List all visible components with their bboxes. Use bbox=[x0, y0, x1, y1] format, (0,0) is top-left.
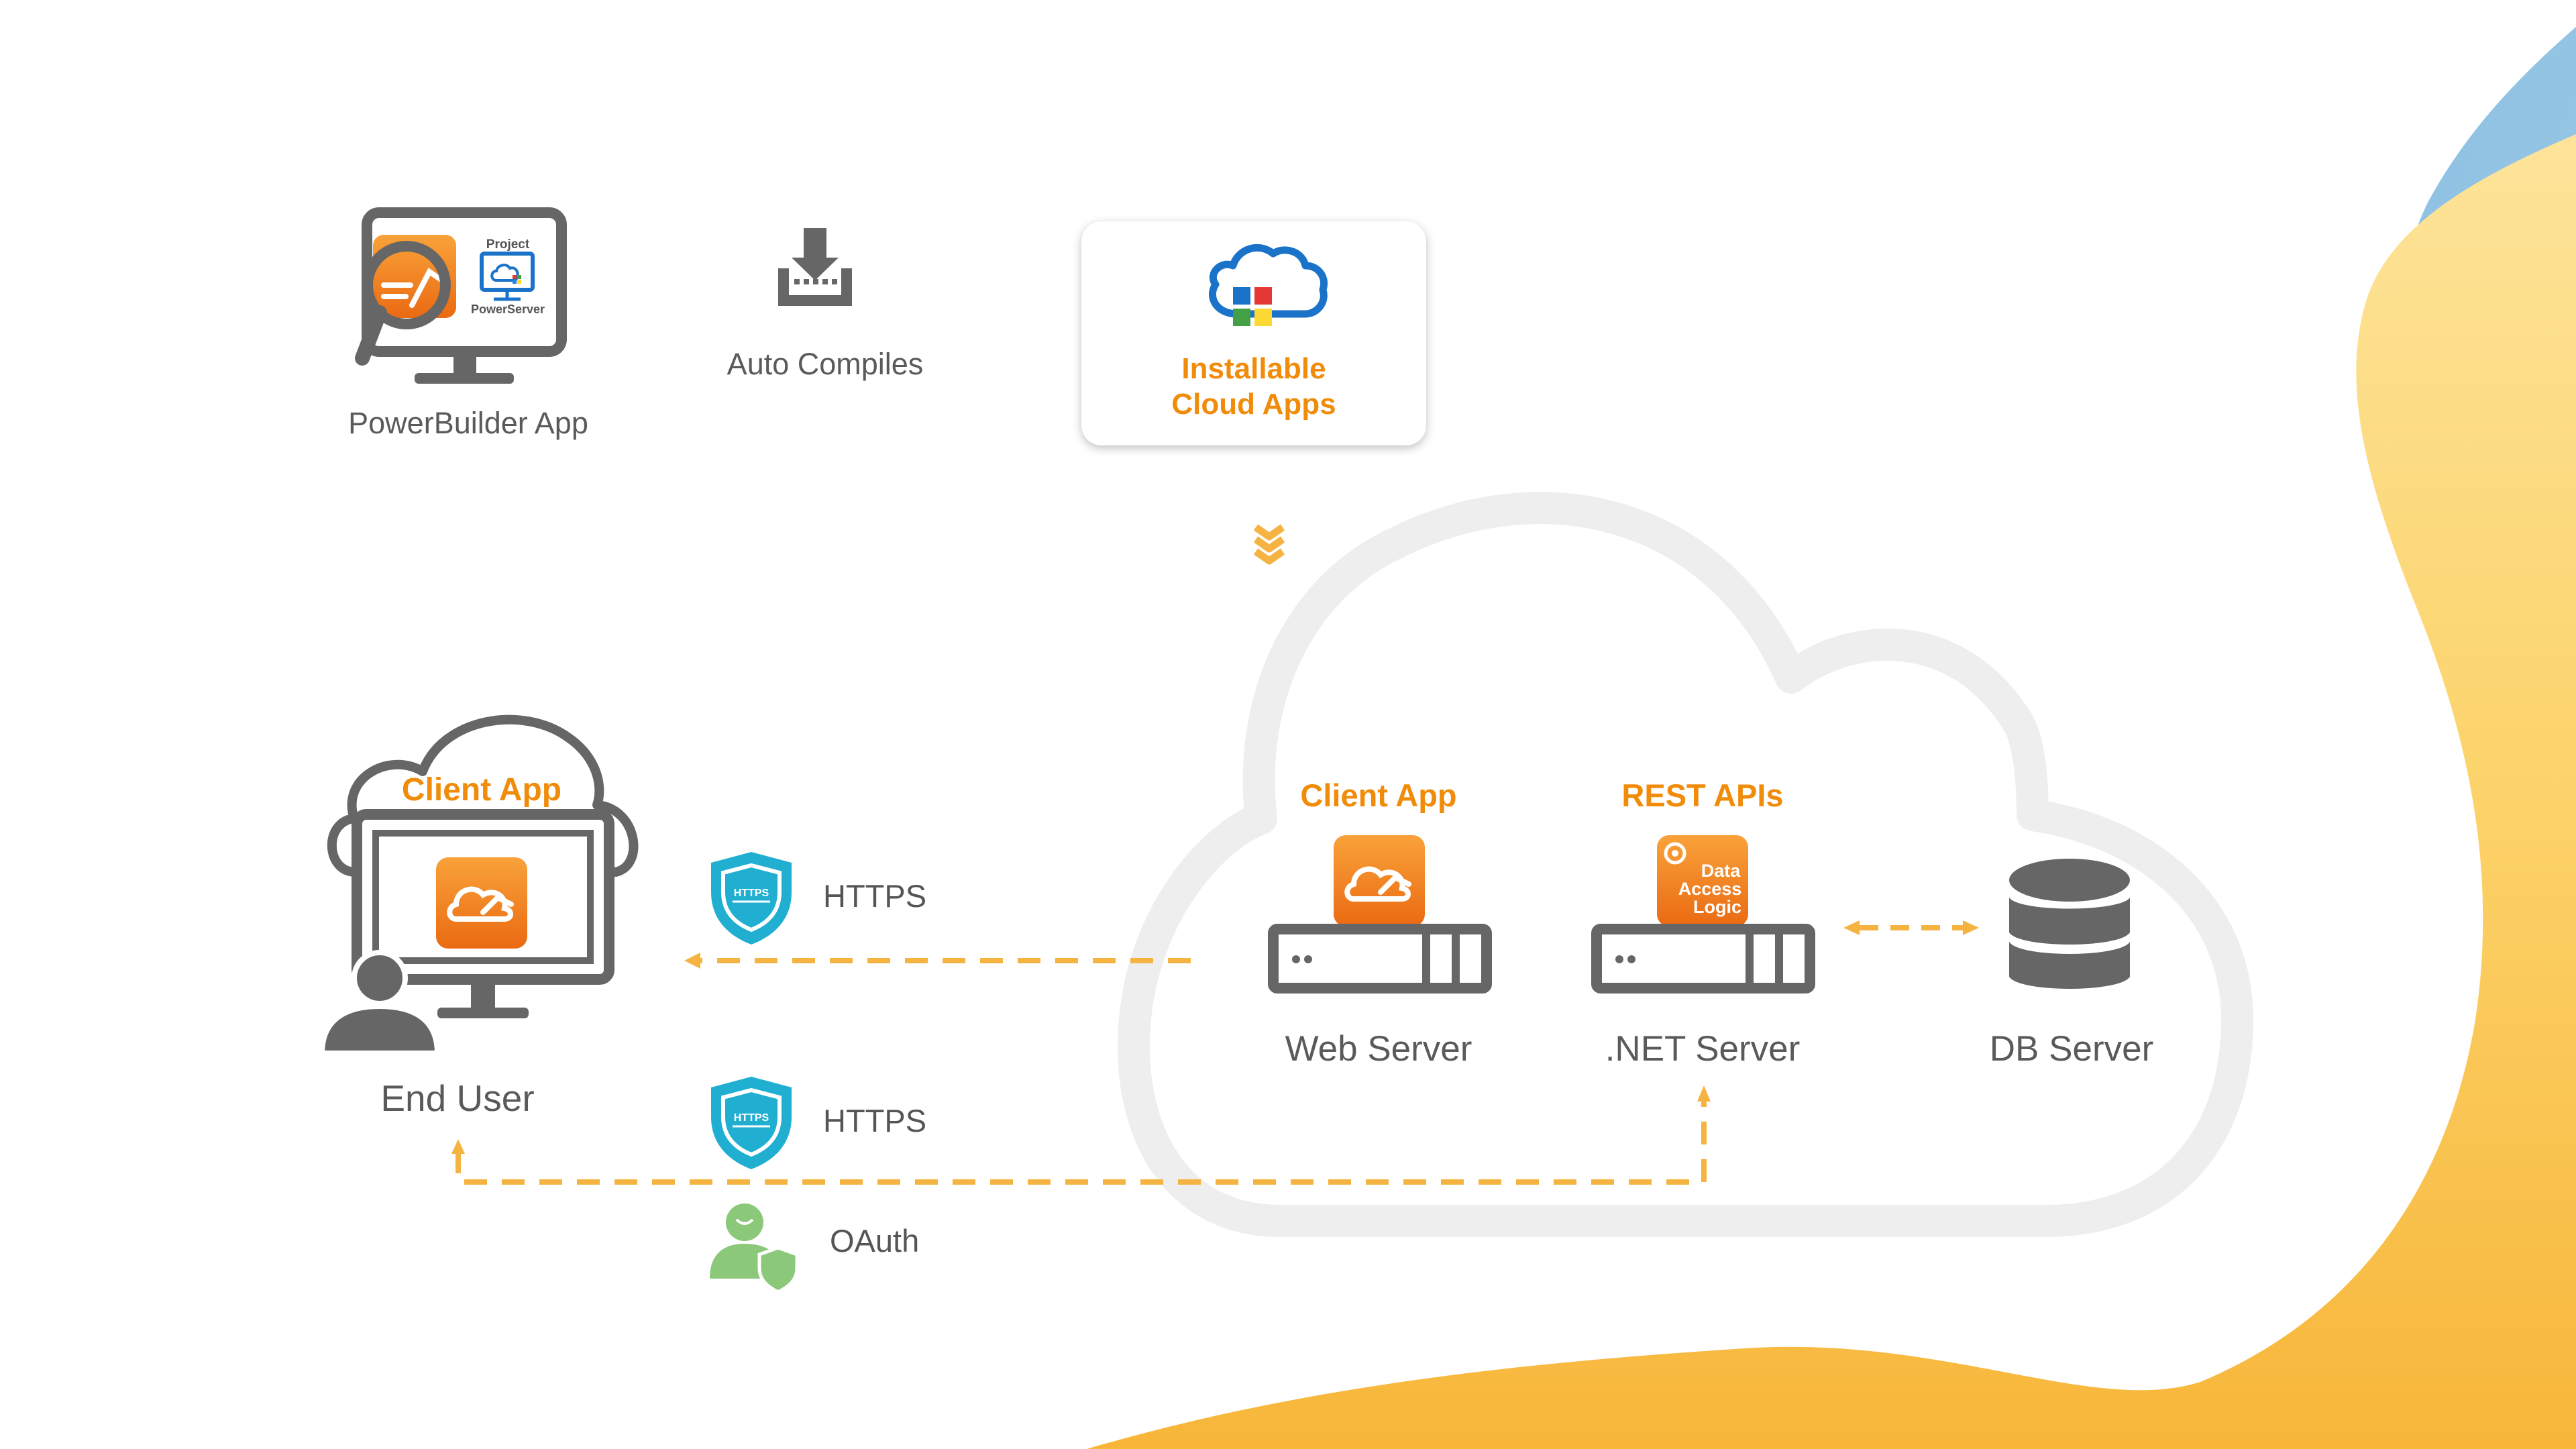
end-user-icon bbox=[319, 714, 639, 1056]
net-server-label: .NET Server bbox=[1605, 1029, 1801, 1069]
https-label-1: HTTPS bbox=[823, 878, 927, 914]
shield-text-2: HTTPS bbox=[734, 1112, 769, 1124]
db-server-label: DB Server bbox=[1989, 1029, 2154, 1069]
https-shield-icon-1: HTTPS bbox=[711, 852, 792, 945]
oauth-user-icon bbox=[710, 1203, 799, 1294]
monitor-powerserver-text: PowerServer bbox=[471, 303, 545, 316]
net-server-icon: Data Access Logic bbox=[1591, 835, 1815, 994]
web-client-app-label: Client App bbox=[1300, 777, 1457, 813]
db-dashed-arrow bbox=[1843, 920, 1979, 935]
yellow-wave bbox=[1087, 134, 2576, 1449]
installable-cloud-apps-card bbox=[1081, 221, 1426, 445]
auto-compile-download-icon bbox=[778, 228, 852, 306]
decorative-waves bbox=[1087, 27, 2576, 1449]
data-access-line2: Access bbox=[1678, 879, 1742, 899]
https-dashed-arrow-1 bbox=[684, 953, 1191, 969]
https-shield-icon-2: HTTPS bbox=[711, 1077, 792, 1169]
end-user-up-arrow bbox=[451, 1139, 465, 1154]
shield-text-1: HTTPS bbox=[734, 888, 769, 899]
data-access-line1: Data bbox=[1701, 861, 1741, 881]
db-server-icon bbox=[2009, 859, 2130, 989]
down-chevron-icon bbox=[1253, 524, 1285, 565]
data-access-line3: Logic bbox=[1693, 897, 1741, 917]
oauth-label: OAuth bbox=[830, 1223, 920, 1258]
monitor-project-text: Project bbox=[486, 237, 530, 252]
web-server-icon bbox=[1268, 835, 1492, 994]
end-user-client-app-label: Client App bbox=[401, 772, 562, 808]
https-label-2: HTTPS bbox=[823, 1103, 927, 1138]
auto-compiles-label: Auto Compiles bbox=[727, 347, 924, 381]
web-server-label: Web Server bbox=[1285, 1029, 1472, 1069]
net-server-up-arrow bbox=[1697, 1085, 1711, 1102]
end-user-label: End User bbox=[380, 1077, 535, 1119]
powerbuilder-monitor-icon: Project PowerServer bbox=[355, 207, 567, 384]
cloud-apps-icon bbox=[1209, 244, 1328, 318]
installable-label-line1: Installable bbox=[1181, 352, 1326, 385]
oauth-dashed-connector bbox=[455, 1100, 1707, 1185]
installable-label-line2: Cloud Apps bbox=[1171, 388, 1336, 421]
cloud-outline bbox=[1118, 492, 2253, 1237]
powerbuilder-app-label: PowerBuilder App bbox=[348, 406, 588, 440]
rest-apis-label: REST APIs bbox=[1621, 777, 1784, 813]
